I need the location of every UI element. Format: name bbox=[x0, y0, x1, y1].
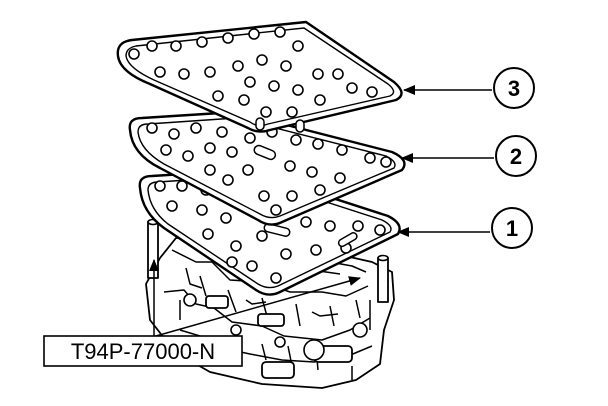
callout-label-3: 3 bbox=[508, 76, 520, 101]
separator-plate-2 bbox=[128, 110, 406, 226]
part-number-label: T94P-77000-N bbox=[71, 339, 215, 364]
callout-1: 1 bbox=[397, 207, 533, 249]
plate-2-holes bbox=[146, 122, 392, 216]
guide-pin-left bbox=[147, 218, 159, 279]
part-number-box bbox=[43, 335, 243, 367]
plate-3-holes bbox=[128, 26, 378, 133]
separator-plate-1 bbox=[138, 168, 401, 296]
callout-circle-2 bbox=[495, 135, 537, 177]
separator-plate-3 bbox=[116, 20, 403, 133]
callout-label-1: 1 bbox=[506, 216, 518, 241]
callout-2: 2 bbox=[401, 135, 537, 177]
callout-label-2: 2 bbox=[510, 144, 522, 169]
callout-circle-3 bbox=[493, 67, 535, 109]
part-number-callout: T94P-77000-N bbox=[43, 259, 361, 367]
callout-circle-1 bbox=[491, 207, 533, 249]
callout-3: 3 bbox=[403, 67, 535, 109]
arrow-right-icon bbox=[155, 276, 361, 337]
guide-pin-right bbox=[377, 254, 389, 303]
